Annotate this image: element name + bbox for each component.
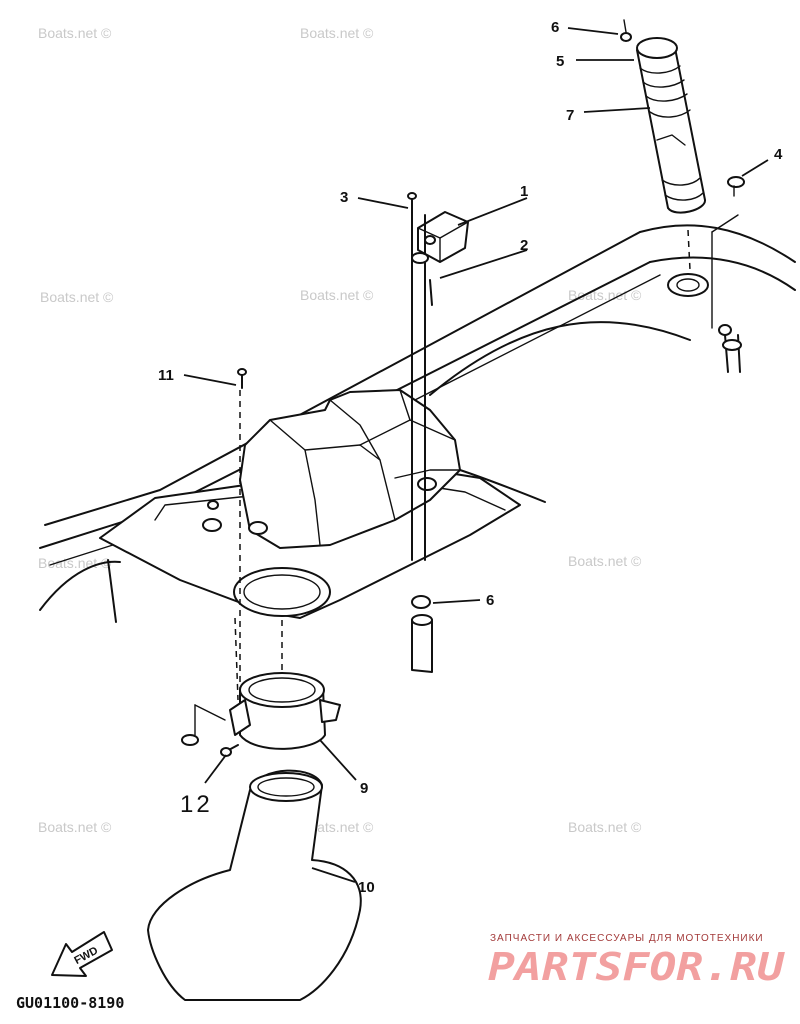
- brand-logo: PARTSFOR.RU: [488, 945, 785, 989]
- nut-icon: [620, 32, 632, 42]
- watermark: Boats.net ©: [568, 553, 642, 569]
- callout-11: 11: [158, 367, 174, 384]
- callout-3: 3: [340, 189, 348, 206]
- watermark: Boats.net ©: [40, 289, 114, 305]
- fwd-arrow: FWD: [51, 931, 113, 977]
- hull-deck: [39, 224, 796, 623]
- bolt-icon: [237, 368, 247, 376]
- part-1-bracket: [417, 211, 469, 263]
- watermark: Boats.net ©: [38, 555, 112, 571]
- callout-12: 12: [180, 791, 213, 818]
- engine-block: [202, 389, 461, 549]
- washer-icon: [181, 734, 199, 746]
- watermark: Boats.net ©: [300, 25, 374, 41]
- brand-tagline: ЗАПЧАСТИ И АКСЕССУАРЫ ДЛЯ МОТОТЕХНИКИ: [490, 933, 764, 944]
- callouts: 1 2 3 4 5 6 6 7 8 9 10 11 12: [158, 19, 783, 896]
- callout-9: 9: [360, 780, 368, 797]
- part-7-hose: [636, 37, 706, 214]
- part-10-duct-hose: [147, 769, 362, 1001]
- callout-5: 5: [556, 53, 564, 70]
- branding: ЗАПЧАСТИ И АКСЕССУАРЫ ДЛЯ МОТОТЕХНИКИ PA…: [488, 933, 785, 989]
- nut-icon: [718, 324, 732, 336]
- bolt-icon: [727, 176, 745, 188]
- callout-4: 4: [774, 146, 783, 163]
- callout-6-top: 6: [551, 19, 559, 36]
- diagram-code: GU01100-8190: [16, 994, 124, 1012]
- watermark: Boats.net ©: [568, 287, 642, 303]
- part-8-pipe: [411, 595, 433, 673]
- watermark: Boats.net ©: [38, 25, 112, 41]
- callout-1: 1: [520, 183, 528, 200]
- duct-hole: [233, 567, 331, 617]
- nut-icon: [411, 595, 431, 609]
- watermark: Boats.net ©: [38, 819, 112, 835]
- hull-fitting: [667, 273, 742, 373]
- screw-icon: [220, 747, 232, 757]
- bolt-icon: [407, 192, 417, 200]
- callout-2: 2: [520, 237, 528, 254]
- leader-lines: [183, 27, 769, 883]
- watermark: Boats.net ©: [568, 819, 642, 835]
- watermark: Boats.net ©: [300, 287, 374, 303]
- small-parts: [181, 19, 745, 757]
- callout-10: 10: [358, 879, 375, 896]
- callout-7: 7: [566, 107, 574, 124]
- nut-icon: [411, 252, 429, 264]
- part-9-duct-adapter: [229, 672, 341, 750]
- watermark: Boats.net ©: [300, 819, 374, 835]
- callout-6-lower: 6: [486, 592, 494, 609]
